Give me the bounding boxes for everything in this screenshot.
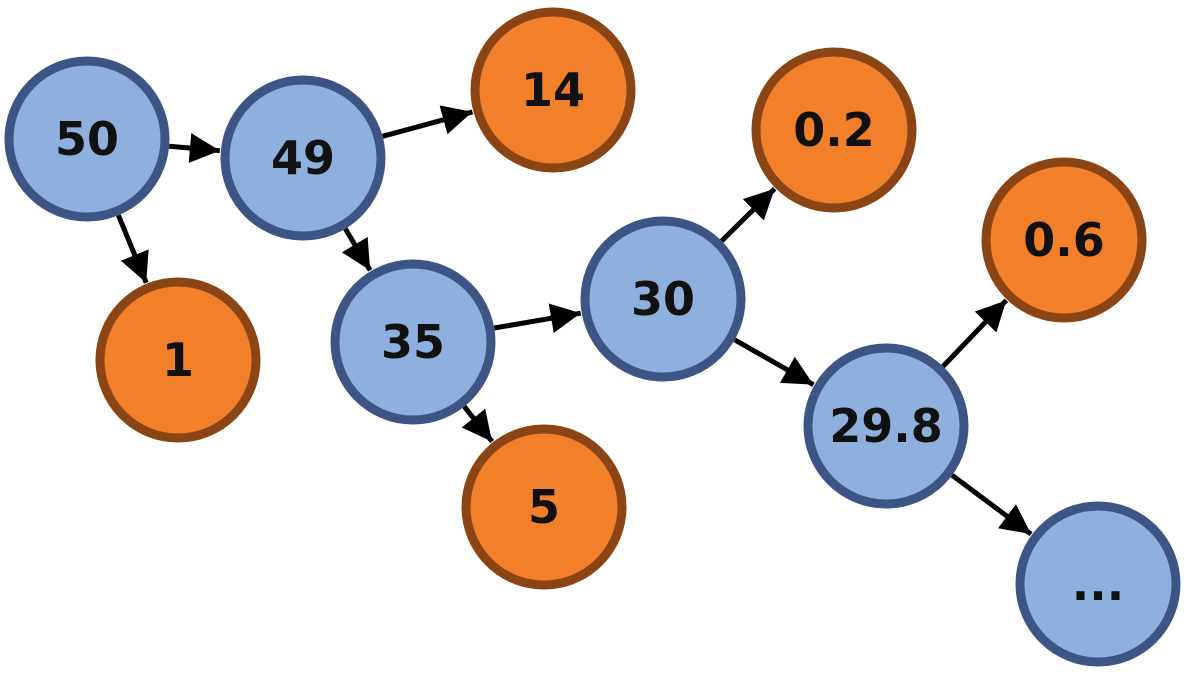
node-n06: 0.6 [981, 157, 1147, 323]
node-circle [220, 75, 386, 241]
node-label: 0.6 [1023, 213, 1105, 267]
nodes-layer: 50 49 14 1 35 5 30 0.2 29.8 0.6... [4, 7, 1181, 667]
node-circle [470, 7, 636, 173]
node-circle [580, 216, 746, 382]
node-circle [4, 56, 170, 222]
node-n14: 14 [470, 7, 636, 173]
edge-n35-to-n5 [461, 405, 495, 444]
node-label: 30 [631, 272, 695, 326]
node-label: 29.8 [829, 399, 943, 453]
node-label: 0.2 [793, 103, 875, 157]
node-label: 14 [521, 63, 585, 117]
node-circle [751, 47, 917, 213]
node-circle [1015, 501, 1181, 667]
node-n49: 49 [220, 75, 386, 241]
node-n1: 1 [95, 277, 261, 443]
node-label: 49 [271, 131, 335, 185]
edge-n298-to-n06 [941, 298, 1009, 369]
node-label: ... [1072, 557, 1124, 611]
node-circle [981, 157, 1147, 323]
node-circle [330, 259, 496, 425]
node-label: 5 [528, 480, 560, 534]
edge-n30-to-n02 [719, 186, 777, 243]
edge-n49-to-n35 [341, 227, 373, 272]
edge-n49-to-n14 [381, 105, 474, 139]
edge-n50-to-n1 [116, 214, 149, 284]
node-nmore: ... [1015, 501, 1181, 667]
node-label: 1 [162, 333, 194, 387]
node-label: 35 [381, 315, 445, 369]
node-circle [95, 277, 261, 443]
edge-n50-to-n49 [168, 133, 221, 163]
node-circle [803, 343, 969, 509]
node-n5: 5 [461, 424, 627, 590]
edge-n30-to-n298 [733, 337, 815, 387]
node-n50: 50 [4, 56, 170, 222]
node-circle [461, 424, 627, 590]
node-n35: 35 [330, 259, 496, 425]
node-n298: 29.8 [803, 343, 969, 509]
edges-layer [116, 105, 1033, 537]
node-n02: 0.2 [751, 47, 917, 213]
edge-n298-to-nmore [950, 473, 1033, 537]
edge-n35-to-n30 [493, 303, 582, 334]
node-label: 50 [55, 112, 119, 166]
node-n30: 30 [580, 216, 746, 382]
